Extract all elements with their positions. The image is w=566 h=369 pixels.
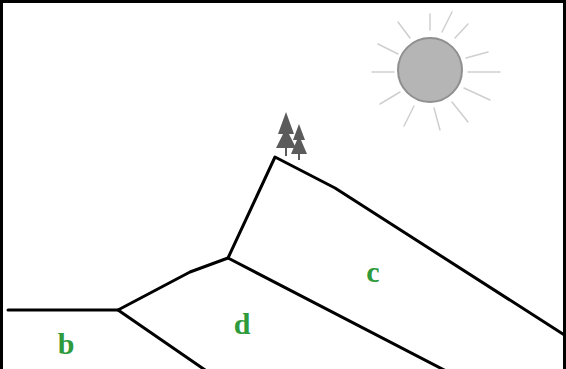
sun xyxy=(398,38,462,102)
sun-rays xyxy=(372,12,500,130)
layer-boundaries xyxy=(8,157,566,369)
layer-label: d xyxy=(234,309,251,339)
layer-label: c xyxy=(366,257,379,287)
layer-label: b xyxy=(58,329,75,359)
trees xyxy=(276,112,307,160)
